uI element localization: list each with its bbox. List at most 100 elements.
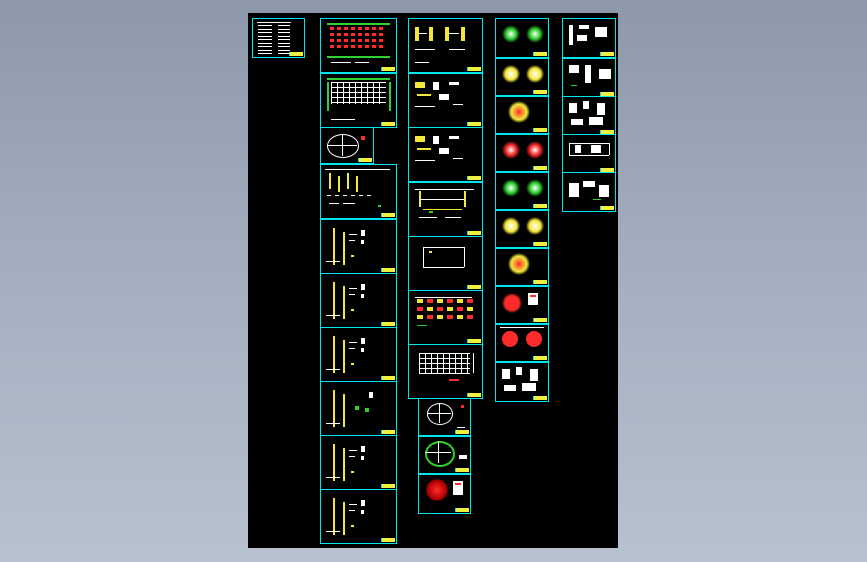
- drawing-linework: [429, 211, 433, 213]
- sheet-detail-white-2[interactable]: [562, 58, 616, 98]
- sheet-circles-red-3[interactable]: [495, 324, 549, 362]
- drawing-linework: [258, 46, 272, 47]
- sheet-elevation-2[interactable]: [320, 219, 397, 274]
- drawing-linework: [417, 307, 423, 311]
- drawing-linework: [526, 179, 544, 197]
- drawing-linework: [333, 498, 335, 535]
- drawing-linework: [327, 23, 390, 25]
- sheet-elevation-6[interactable]: [320, 435, 397, 490]
- drawing-linework: [526, 331, 542, 347]
- drawing-linework: [591, 145, 601, 153]
- sheet-index[interactable]: [252, 18, 305, 58]
- sheet-elevation-5[interactable]: [320, 381, 397, 436]
- drawing-linework: [427, 413, 451, 414]
- title-block: [467, 231, 481, 235]
- sheet-radial-red[interactable]: [418, 474, 471, 514]
- sheet-radial-plan[interactable]: [320, 127, 374, 164]
- sheet-elevation-4[interactable]: [320, 327, 397, 382]
- drawing-linework: [278, 39, 290, 40]
- drawing-linework: [433, 136, 439, 144]
- drawing-linework: [343, 448, 345, 481]
- drawing-linework: [349, 504, 357, 505]
- sheet-circles-red-1[interactable]: [495, 134, 549, 172]
- sheet-plan-white[interactable]: [320, 73, 397, 128]
- drawing-linework: [325, 169, 390, 170]
- sheet-grid-red[interactable]: [408, 290, 483, 345]
- drawing-linework: [337, 45, 341, 48]
- drawing-linework: [359, 195, 363, 196]
- drawing-linework: [467, 299, 473, 303]
- drawing-linework: [453, 104, 463, 105]
- drawing-linework: [361, 82, 362, 104]
- sheet-circles-green-1[interactable]: [495, 18, 549, 58]
- drawing-linework: [461, 353, 462, 373]
- drawing-linework: [333, 336, 335, 373]
- drawing-linework: [365, 27, 369, 30]
- sheet-circles-orange-2[interactable]: [495, 248, 549, 286]
- drawing-linework: [457, 307, 463, 311]
- sheet-circles-green-2[interactable]: [495, 172, 549, 210]
- drawing-linework: [278, 35, 290, 37]
- sheet-detail-white-3[interactable]: [562, 96, 616, 136]
- sheet-section-1[interactable]: [408, 182, 483, 237]
- drawing-linework: [365, 45, 369, 48]
- drawing-linework: [423, 247, 464, 248]
- sheet-detail-white-4[interactable]: [562, 134, 616, 174]
- drawing-linework: [329, 203, 339, 204]
- sheet-detail-3[interactable]: [408, 127, 483, 182]
- sheet-elevation-1[interactable]: [320, 164, 397, 219]
- title-block: [600, 52, 614, 56]
- drawing-linework: [415, 27, 419, 41]
- drawing-linework: [258, 42, 272, 44]
- sheet-detail-1[interactable]: [408, 18, 483, 73]
- sheet-radial-small[interactable]: [418, 398, 471, 436]
- drawing-linework: [449, 82, 459, 85]
- sheet-section-2[interactable]: [408, 236, 483, 291]
- drawing-linework: [278, 46, 290, 47]
- drawing-linework: [365, 408, 369, 412]
- drawing-linework: [331, 92, 386, 93]
- drawing-linework: [372, 39, 376, 42]
- drawing-linework: [361, 338, 365, 344]
- drawing-linework: [379, 27, 383, 30]
- title-block: [381, 67, 395, 71]
- drawing-linework: [473, 353, 474, 373]
- sheet-circles-yellow-1[interactable]: [495, 58, 549, 96]
- drawing-linework: [425, 441, 455, 467]
- sheet-elevation-3[interactable]: [320, 273, 397, 328]
- sheet-plan-red[interactable]: [320, 18, 397, 73]
- drawing-linework: [351, 309, 354, 311]
- sheet-circles-orange-1[interactable]: [495, 96, 549, 134]
- sheet-circles-yellow-2[interactable]: [495, 210, 549, 248]
- drawing-linework: [502, 179, 520, 197]
- drawing-linework: [365, 39, 369, 42]
- drawing-linework: [326, 477, 340, 478]
- sheet-white-details[interactable]: [495, 362, 549, 402]
- drawing-linework: [358, 27, 362, 30]
- drawing-linework: [331, 97, 386, 98]
- drawing-linework: [349, 342, 357, 343]
- sheet-elevation-7[interactable]: [320, 489, 397, 544]
- drawing-linework: [258, 25, 272, 26]
- drawing-linework: [439, 94, 449, 100]
- drawing-linework: [508, 253, 530, 275]
- drawing-linework: [258, 39, 272, 40]
- drawing-linework: [530, 369, 538, 381]
- title-block: [467, 285, 481, 289]
- sheet-detail-white-1[interactable]: [562, 18, 616, 58]
- drawing-linework: [327, 145, 357, 146]
- drawing-linework: [355, 62, 369, 63]
- sheet-detail-white-5[interactable]: [562, 172, 616, 212]
- sheet-detail-2[interactable]: [408, 73, 483, 128]
- drawing-linework: [423, 267, 464, 268]
- drawing-linework: [331, 119, 355, 120]
- drawing-linework: [449, 379, 459, 381]
- drawing-linework: [331, 87, 386, 88]
- sheet-grid-white[interactable]: [408, 344, 483, 399]
- drawing-linework: [351, 39, 355, 42]
- model-space-sheet[interactable]: [248, 13, 618, 548]
- sheet-radial-green[interactable]: [418, 436, 471, 474]
- drawing-linework: [349, 234, 357, 235]
- sheet-circles-red-2[interactable]: [495, 286, 549, 324]
